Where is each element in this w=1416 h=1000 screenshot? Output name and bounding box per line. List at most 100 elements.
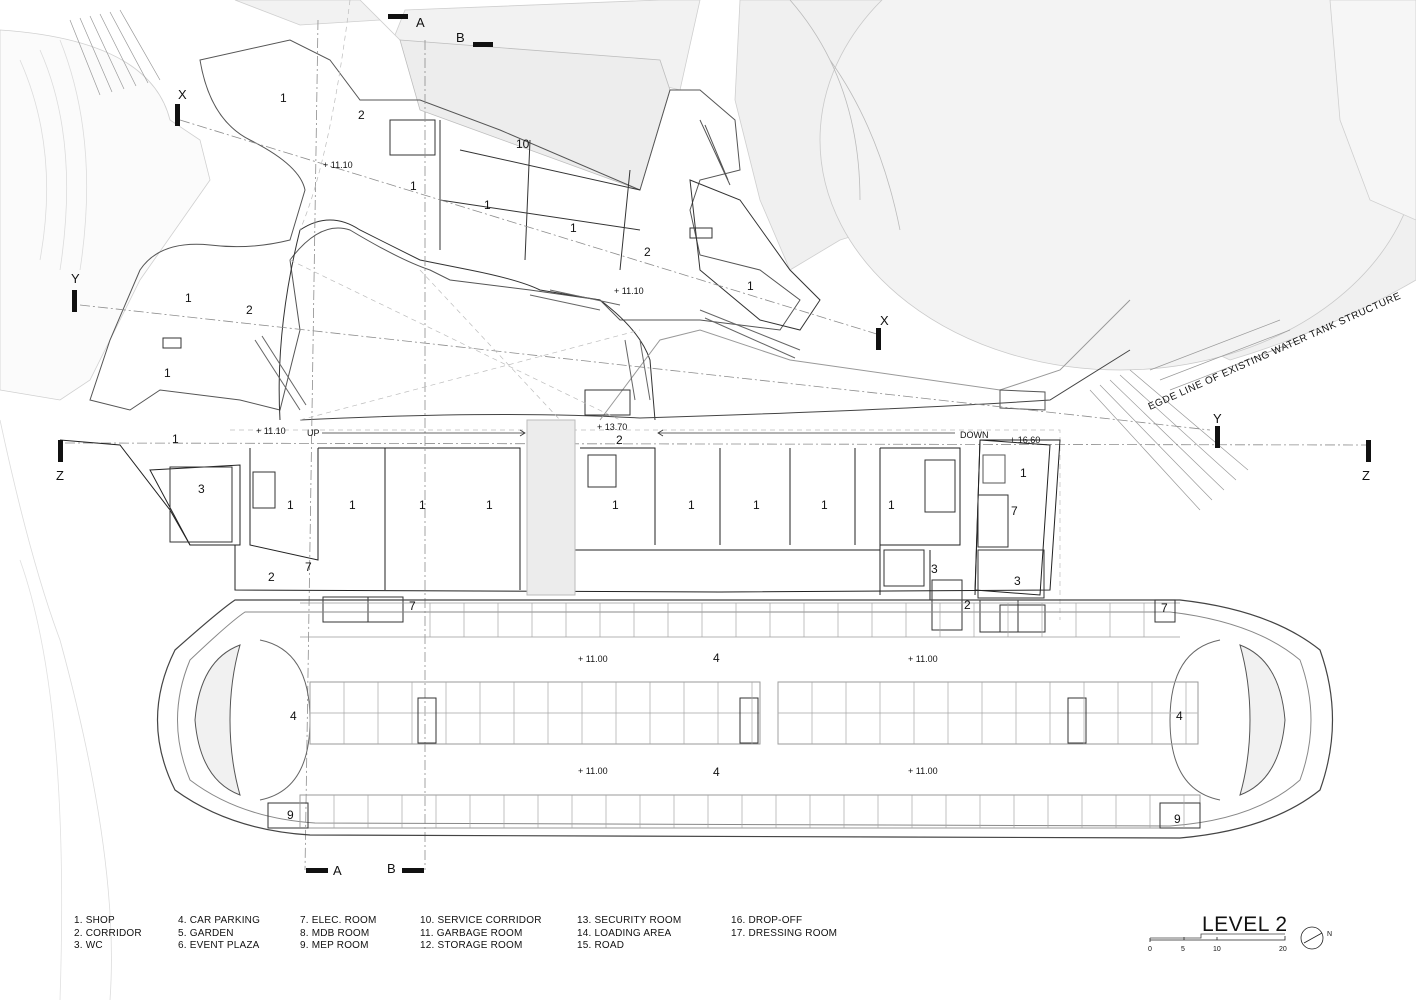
room-number: 1 — [280, 91, 287, 105]
room-number: 2 — [964, 598, 971, 612]
elevation-label: + 11.10 — [323, 160, 353, 170]
room-number: 1 — [164, 366, 171, 380]
legend-item: 15. ROAD — [577, 940, 625, 951]
room-number: 1 — [688, 498, 695, 512]
legend-item: 11. GARBAGE ROOM — [420, 927, 523, 939]
legend-item: 1. SHOP — [74, 915, 115, 926]
legend-item: 3. WC — [74, 940, 103, 951]
scale-label: 10 — [1213, 946, 1221, 953]
room-number: 1 — [172, 432, 179, 446]
section-label-a-top: A — [416, 15, 425, 30]
room-number: 1 — [570, 221, 577, 235]
room-number: 2 — [644, 245, 651, 259]
room-number: 2 — [246, 303, 253, 317]
elevation-label: + 11.10 — [614, 286, 644, 296]
dashed-lines — [230, 0, 1061, 620]
legend-item: 17. DRESSING ROOM — [731, 927, 838, 939]
elevation-label: + 11.10 — [256, 426, 286, 436]
section-label-z-right: Z — [1362, 468, 1370, 483]
scale-label: 0 — [1148, 946, 1152, 953]
legend-column: 16. DROP-OFF 17. DRESSING ROOM — [731, 915, 851, 953]
ramp-arrows — [322, 429, 955, 437]
scale-label: 5 — [1181, 946, 1185, 953]
legend-item: 2. CORRIDOR — [74, 927, 142, 939]
section-guides — [64, 19, 1371, 871]
ramp-up-label: UP — [307, 428, 320, 438]
room-number: 4 — [713, 651, 720, 665]
elevation-label: + 11.00 — [578, 766, 608, 776]
elevation-label: + 13.70 — [597, 422, 627, 432]
parking-bays-upper — [300, 602, 1180, 638]
elevation-label: + 11.00 — [908, 766, 938, 776]
room-number: 2 — [268, 570, 275, 584]
legend-column: 4. CAR PARKING 5. GARDEN 6. EVENT PLAZA — [178, 915, 300, 953]
legend-column: 13. SECURITY ROOM 14. LOADING AREA 15. R… — [577, 915, 731, 953]
north-label: N — [1327, 931, 1332, 938]
section-label-b-bottom: B — [387, 861, 396, 876]
room-number: 1 — [1020, 466, 1027, 480]
room-number: 9 — [287, 808, 294, 822]
room-number: 2 — [358, 108, 365, 122]
room-number: 7 — [1011, 504, 1018, 518]
legend-item: 7. ELEC. ROOM — [300, 915, 377, 926]
legend-item: 12. STORAGE ROOM — [420, 940, 523, 951]
elevation-label: + 16.60 — [1010, 435, 1040, 445]
room-number: 1 — [185, 291, 192, 305]
room-number: 3 — [931, 562, 938, 576]
room-number: 1 — [486, 498, 493, 512]
room-number: 1 — [753, 498, 760, 512]
section-label-b-top: B — [456, 30, 465, 45]
room-number: 2 — [616, 433, 623, 447]
room-number: 9 — [1174, 812, 1181, 826]
room-number: 7 — [409, 599, 416, 613]
room-number: 7 — [1161, 601, 1168, 615]
room-number: 4 — [1176, 709, 1183, 723]
legend-item: 14. LOADING AREA — [577, 927, 672, 939]
ramp-hatching — [69, 9, 1301, 511]
room-number: 3 — [198, 482, 205, 496]
room-number: 1 — [888, 498, 895, 512]
room-number: 1 — [419, 498, 426, 512]
legend-item: 9. MEP ROOM — [300, 940, 369, 951]
page-title: LEVEL 2 — [1202, 913, 1288, 936]
north-arrow: N — [1300, 926, 1332, 950]
section-label-z-left: Z — [56, 468, 64, 483]
room-number: 10 — [516, 137, 530, 151]
section-label-y-right: Y — [1213, 411, 1222, 426]
section-label-x-right: X — [880, 313, 889, 328]
room-number: 1 — [747, 279, 754, 293]
section-label-x-left: X — [178, 87, 187, 102]
legend-item: 10. SERVICE CORRIDOR — [420, 915, 542, 926]
legend-column: 1. SHOP 2. CORRIDOR 3. WC — [74, 915, 178, 953]
room-number: 1 — [349, 498, 356, 512]
legend-item: 5. GARDEN — [178, 927, 234, 939]
legend-column: 10. SERVICE CORRIDOR 11. GARBAGE ROOM 12… — [420, 915, 577, 953]
scale-label: 20 — [1279, 946, 1287, 953]
legend-item: 6. EVENT PLAZA — [178, 940, 260, 951]
room-number: 1 — [484, 198, 491, 212]
legend: 1. SHOP 2. CORRIDOR 3. WC 4. CAR PARKING… — [74, 915, 851, 953]
room-numbers: 1 2 10 1 1 1 2 1 1 2 1 1 2 3 1 1 1 1 1 1… — [164, 91, 1183, 826]
elevation-label: + 11.00 — [908, 654, 938, 664]
legend-column: 7. ELEC. ROOM 8. MDB ROOM 9. MEP ROOM — [300, 915, 420, 953]
room-number: 1 — [821, 498, 828, 512]
parking-deck — [157, 599, 1334, 839]
room-number: 3 — [1014, 574, 1021, 588]
scale-bar — [1149, 933, 1286, 942]
shop-block — [59, 419, 1061, 633]
legend-item: 4. CAR PARKING — [178, 915, 261, 926]
room-number: 1 — [287, 498, 294, 512]
room-number: 4 — [290, 709, 297, 723]
elevation-label: + 11.00 — [578, 654, 608, 664]
section-markers — [58, 14, 1371, 873]
room-number: 7 — [305, 560, 312, 574]
ramp-down-label: DOWN — [960, 430, 989, 440]
section-label-y-left: Y — [71, 271, 80, 286]
section-labels: A B X Y X Y Z Z A B — [56, 15, 1370, 878]
legend-item: 13. SECURITY ROOM — [577, 915, 682, 926]
elevation-labels: + 11.10 + 11.10 + 11.10 + 13.70 + 16.60 … — [256, 160, 1040, 776]
room-number: 1 — [612, 498, 619, 512]
parking-stall-lines — [299, 603, 1187, 828]
